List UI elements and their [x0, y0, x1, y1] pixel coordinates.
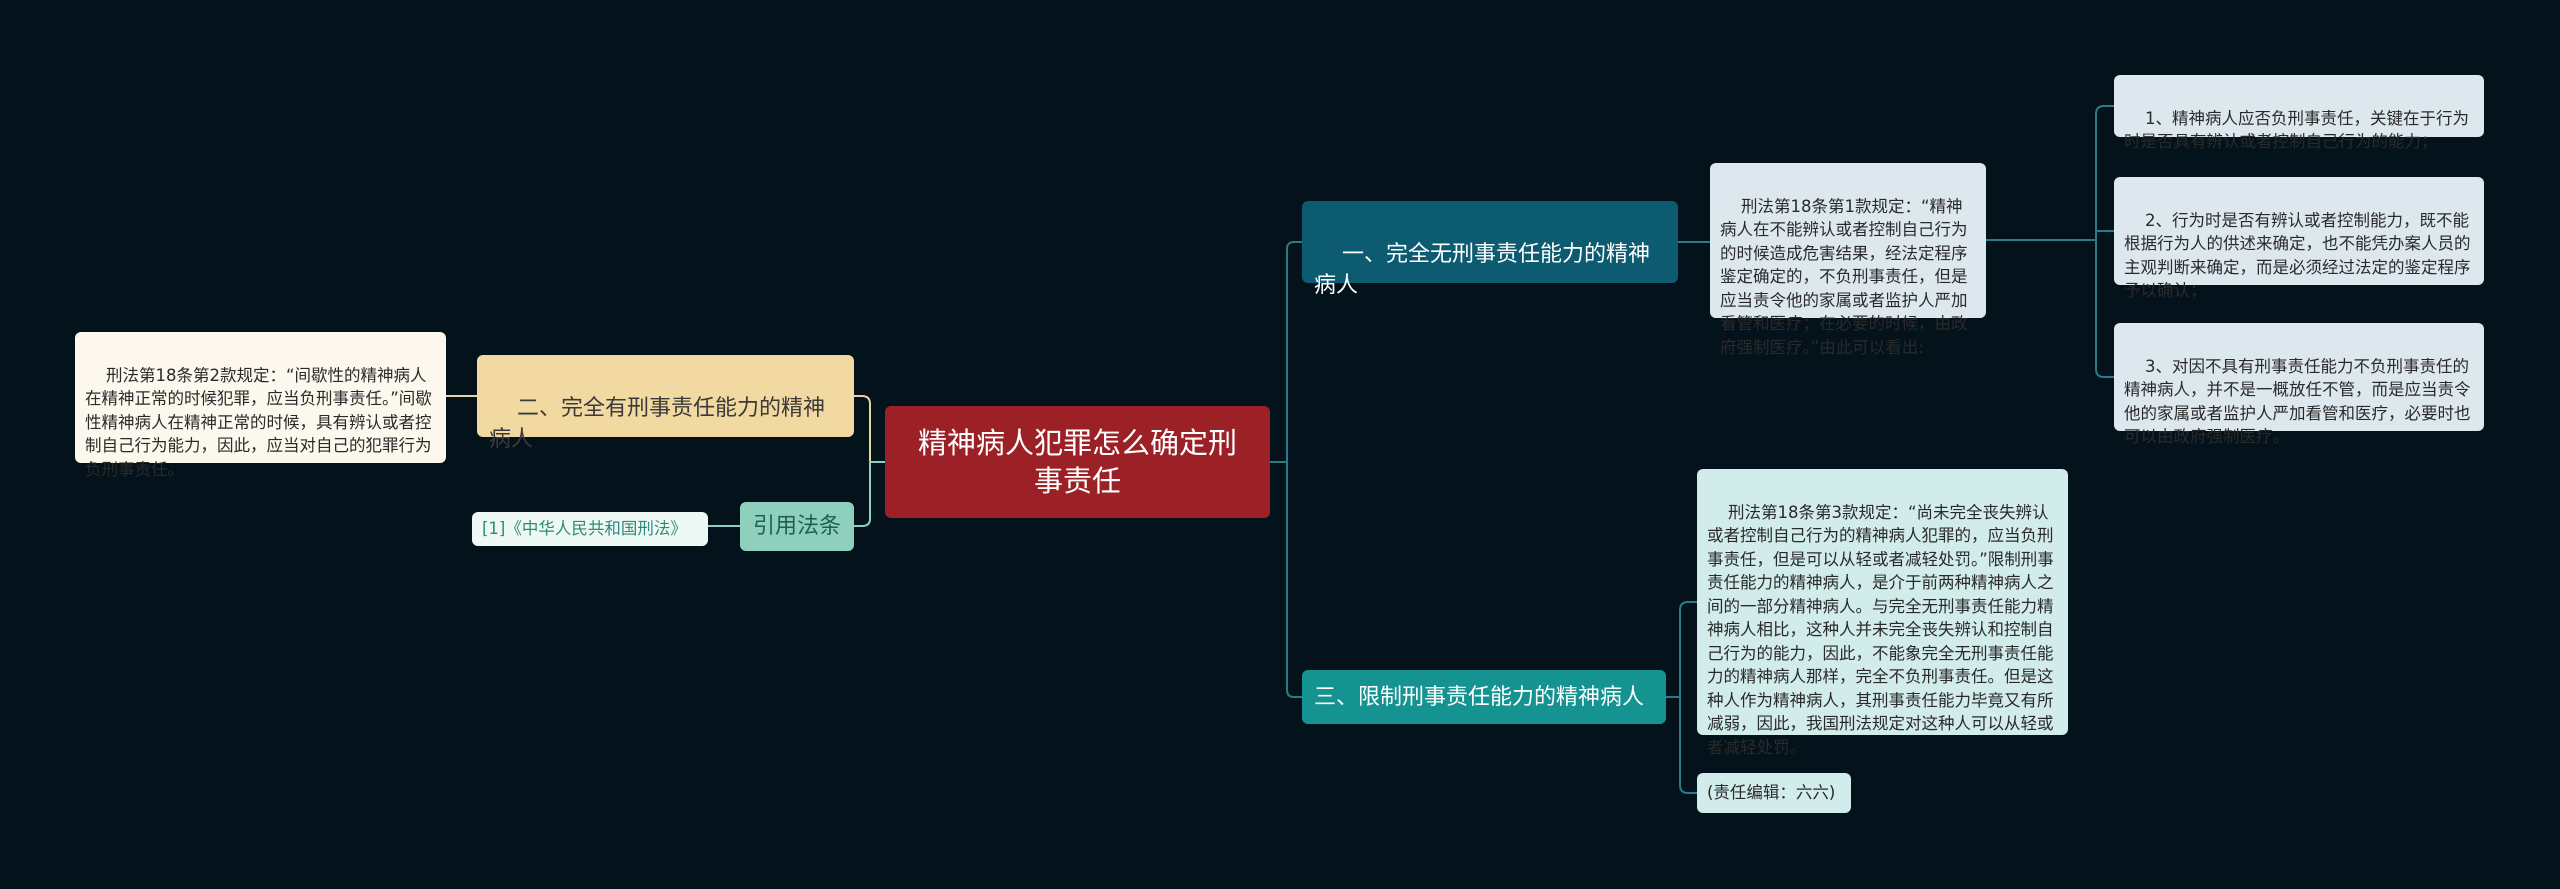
article-18-2-text: 刑法第18条第2款规定：“间歇性的精神病人在精神正常的时候犯罪，应当负刑事责任。…	[85, 365, 432, 479]
branch-no-responsibility[interactable]: 一、完全无刑事责任能力的精神病人	[1302, 201, 1678, 298]
article-18-1-note[interactable]: 刑法第18条第1款规定：“精神病人在不能辨认或者控制自己行为的时候造成危害结果，…	[1710, 163, 1986, 357]
editor-note-text: (责任编辑：六六)	[1707, 783, 1836, 803]
branch-no-responsibility-label: 一、完全无刑事责任能力的精神病人	[1314, 242, 1650, 298]
branch-full-responsibility-label: 二、完全有刑事责任能力的精神病人	[489, 396, 825, 452]
link-b2-details	[1666, 601, 1697, 794]
editor-note[interactable]: (责任编辑：六六)	[1697, 773, 1851, 813]
root-topic[interactable]: 精神病人犯罪怎么确定刑事责任	[885, 406, 1270, 518]
branch-limited-responsibility-label: 三、限制刑事责任能力的精神病人	[1314, 684, 1645, 710]
article-18-2-note[interactable]: 刑法第18条第2款规定：“间歇性的精神病人在精神正常的时候犯罪，应当负刑事责任。…	[75, 332, 446, 479]
branch-full-responsibility[interactable]: 二、完全有刑事责任能力的精神病人	[477, 355, 854, 452]
point-1-node[interactable]: 1、精神病人应否负刑事责任，关键在于行为时是否具有辨认或者控制自己行为的能力；	[2114, 75, 2484, 151]
branch-cited-law[interactable]: 引用法条	[740, 502, 854, 551]
criminal-law-reference-text: [1]《中华人民共和国刑法》	[482, 519, 687, 539]
link-root-b2	[1270, 461, 1302, 698]
branch-cited-law-label: 引用法条	[752, 514, 841, 539]
article-18-1-text: 刑法第18条第1款规定：“精神病人在不能辨认或者控制自己行为的时候造成危害结果，…	[1720, 196, 1968, 357]
link-detail-points	[1986, 105, 2114, 378]
point-3-node[interactable]: 3、对因不具有刑事责任能力不负刑事责任的精神病人，并不是一概放任不管，而是应当责…	[2114, 323, 2484, 446]
point-2-text: 2、行为时是否有辨认或者控制能力，既不能根据行为人的供述来确定，也不能凭办案人员…	[2124, 210, 2471, 301]
article-18-3-text: 刑法第18条第3款规定：“尚未完全丧失辨认或者控制自己行为的精神病人犯罪的，应当…	[1707, 502, 2054, 757]
point-1-text: 1、精神病人应否负刑事责任，关键在于行为时是否具有辨认或者控制自己行为的能力；	[2124, 108, 2469, 152]
branch-limited-responsibility[interactable]: 三、限制刑事责任能力的精神病人	[1302, 670, 1666, 724]
point-3-text: 3、对因不具有刑事责任能力不负刑事责任的精神病人，并不是一概放任不管，而是应当责…	[2124, 356, 2471, 447]
link-root-b3	[854, 395, 885, 463]
link-root-b1	[1270, 241, 1302, 463]
criminal-law-reference[interactable]: [1]《中华人民共和国刑法》	[472, 512, 708, 546]
point-2-node[interactable]: 2、行为时是否有辨认或者控制能力，既不能根据行为人的供述来确定，也不能凭办案人员…	[2114, 177, 2484, 300]
article-18-3-note[interactable]: 刑法第18条第3款规定：“尚未完全丧失辨认或者控制自己行为的精神病人犯罪的，应当…	[1697, 469, 2068, 757]
link-root-b4	[854, 461, 885, 527]
root-topic-label: 精神病人犯罪怎么确定刑事责任	[917, 426, 1237, 498]
